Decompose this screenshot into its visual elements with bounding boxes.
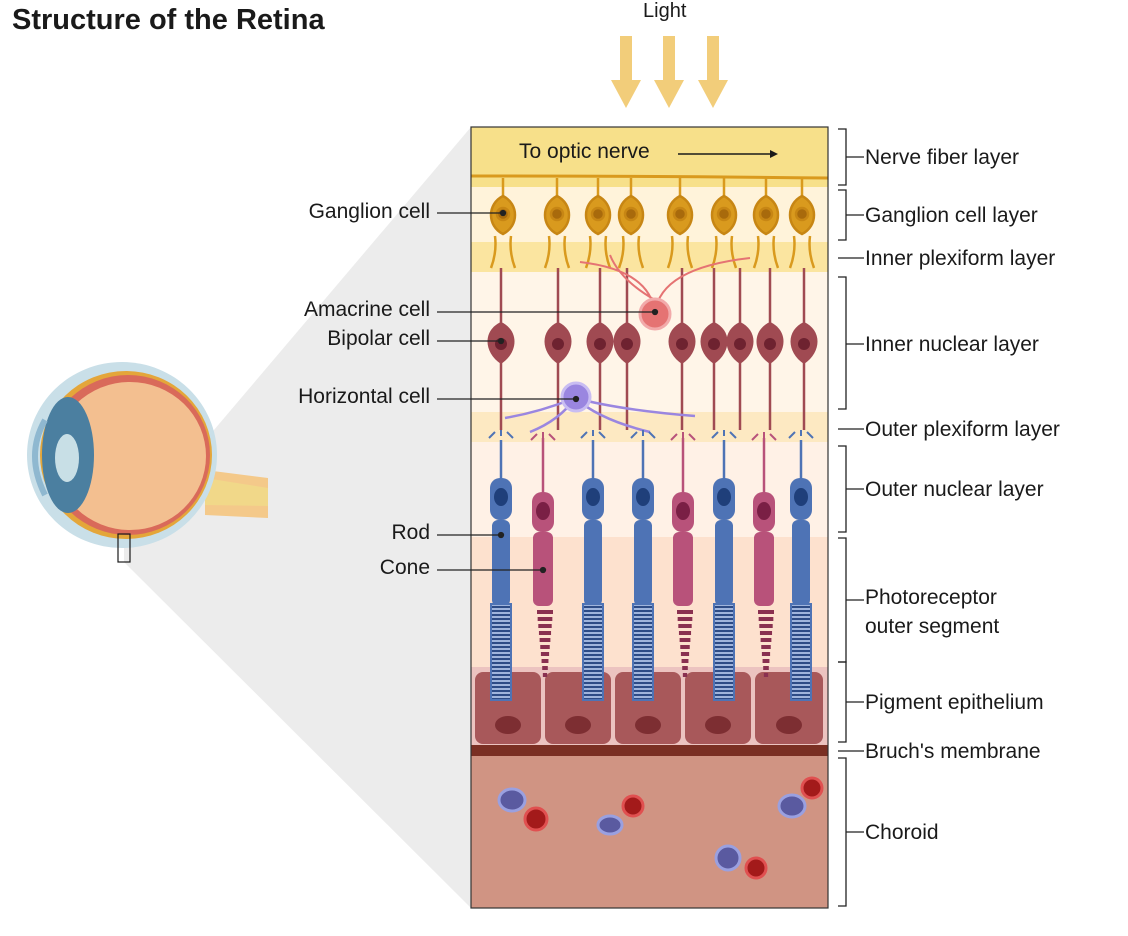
inner-plexiform-band [471, 242, 828, 272]
rod-cell [580, 430, 606, 701]
zoom-funnel [124, 127, 471, 908]
light-label: Light [643, 0, 687, 22]
ganglion-cell [543, 178, 571, 269]
layer-label-outer-plexiform: Outer plexiform layer [865, 418, 1060, 441]
photoreceptors [488, 430, 814, 701]
bipolar-cell [668, 268, 696, 430]
ganglion-cell [710, 178, 738, 269]
layer-label-nerve-fiber: Nerve fiber layer [865, 146, 1020, 169]
optic-nerve-label: To optic nerve [519, 140, 650, 163]
rod-cell [630, 430, 656, 701]
layer-label-choroid: Choroid [865, 821, 939, 844]
bipolar-cell [726, 268, 754, 430]
cell-pointers [437, 209, 659, 574]
ganglion-cell [666, 178, 694, 269]
nerve-fiber-line [471, 174, 828, 180]
cone-cell [751, 432, 777, 677]
ganglion-cell [752, 178, 780, 269]
cell-label-horizontal: Horizontal cell [298, 385, 430, 408]
diagram-title: Structure of the Retina [12, 4, 325, 36]
rod-cell [788, 430, 814, 701]
zoom-box [117, 533, 131, 563]
cell-label-rod: Rod [391, 521, 430, 544]
pigment-cells [475, 672, 823, 744]
cone-cell [670, 432, 696, 677]
layer-label-photoreceptor: Photoreceptor outer segment [865, 586, 1000, 638]
layer-label-inner-plexiform: Inner plexiform layer [865, 247, 1056, 270]
bipolar-cell [586, 268, 614, 430]
ganglion-cell [584, 178, 612, 269]
layer-label-outer-nuclear: Outer nuclear layer [865, 478, 1044, 501]
bipolar-cell [544, 268, 572, 430]
cell-label-amacrine: Amacrine cell [303, 298, 430, 321]
rod-cell [711, 430, 737, 701]
outer-plexiform-band [471, 412, 828, 442]
ganglion-cell [788, 178, 816, 269]
bipolar-cells [487, 268, 818, 430]
bruch-band [471, 745, 828, 756]
horizontal-cell [504, 381, 696, 434]
bipolar-cell [613, 268, 641, 430]
ganglion-cells [489, 178, 816, 269]
ganglion-cell [617, 178, 645, 269]
retina-panel [471, 127, 828, 908]
bipolar-cell [700, 268, 728, 430]
layer-label-ganglion-cell: Ganglion cell layer [865, 204, 1038, 227]
cell-label-bipolar: Bipolar cell [327, 327, 430, 350]
rod-cell [488, 430, 514, 701]
cell-label-cone: Cone [379, 556, 430, 579]
layer-brackets [838, 128, 864, 907]
light-arrows [611, 36, 728, 108]
eye-illustration [27, 362, 268, 563]
blood-cells [497, 776, 824, 880]
layer-label-bruch: Bruch's membrane [865, 740, 1041, 763]
layer-label-inner-nuclear: Inner nuclear layer [865, 333, 1039, 356]
cell-label-ganglion: Ganglion cell [308, 200, 430, 223]
bipolar-cell [756, 268, 784, 430]
layer-label-pigment: Pigment epithelium [865, 691, 1044, 714]
choroid-band [471, 756, 828, 908]
bipolar-cell [790, 268, 818, 430]
